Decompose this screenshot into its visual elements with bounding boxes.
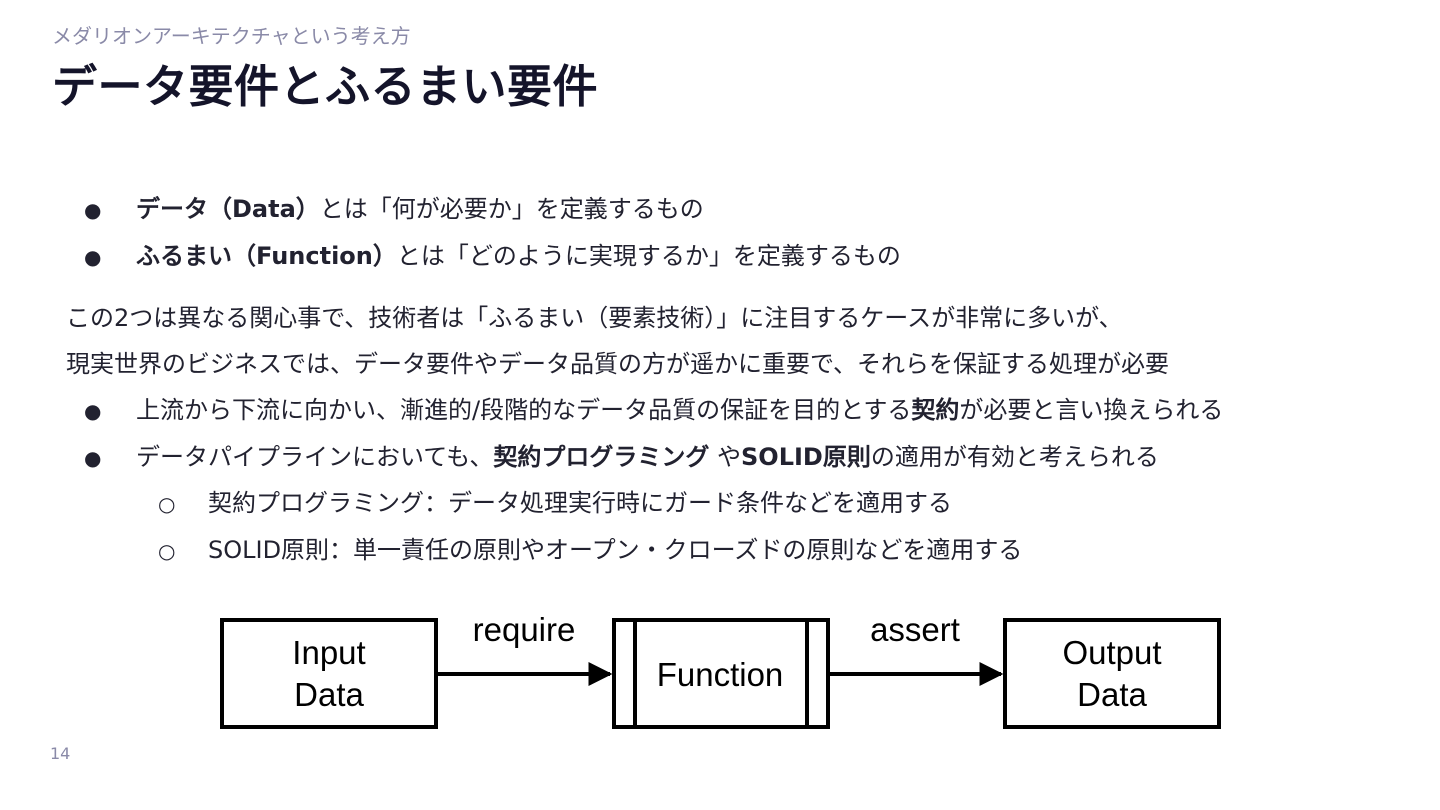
point-pipeline-text: データパイプラインにおいても、 — [136, 443, 494, 471]
bullet-marker: ● — [84, 198, 102, 222]
bullet-marker: ● — [84, 245, 102, 269]
bullet-marker: ● — [84, 446, 102, 470]
input-data-box — [220, 618, 438, 729]
sub-point-solid: SOLID原則：単一責任の原則やオープン・クローズドの原則などを適用する — [208, 536, 1023, 564]
paragraph-line-1: この2つは異なる関心事で、技術者は「ふるまい（要素技術）」に注目するケースが非常… — [66, 304, 1123, 332]
page-title: データ要件とふるまい要件 — [52, 60, 599, 113]
bullet-data-text: とは「何が必要か」を定義するもの — [319, 195, 704, 223]
point-contract: 上流から下流に向かい、漸進的/段階的なデータ品質の保証を目的とする契約が必要と言… — [136, 395, 1223, 425]
bullet-function-definition: ふるまい（Function）とは「どのように実現するか」を定義するもの — [136, 241, 901, 271]
sub-bullet-marker: ○ — [158, 492, 176, 516]
section-subtitle: メダリオンアーキテクチャという考え方 — [52, 24, 411, 48]
point-contract-tail: が必要と言い換えられる — [959, 396, 1224, 424]
point-pipeline-mid: や — [709, 443, 741, 471]
page-number: 14 — [50, 744, 71, 763]
bullet-function-text: とは「どのように実現するか」を定義するもの — [396, 242, 901, 270]
output-data-label-1: Output — [1062, 634, 1161, 671]
bullet-data-term: データ（Data） — [136, 195, 320, 223]
point-pipeline-term-solid: SOLID原則 — [741, 443, 871, 471]
function-label: Function — [657, 656, 784, 693]
point-pipeline: データパイプラインにおいても、契約プログラミング やSOLID原則の適用が有効と… — [136, 442, 1159, 472]
function-box — [612, 618, 830, 729]
point-contract-term: 契約 — [911, 396, 960, 424]
bullet-data-definition: データ（Data）とは「何が必要か」を定義するもの — [136, 194, 704, 224]
sub-bullet-marker: ○ — [158, 539, 176, 563]
point-contract-text: 上流から下流に向かい、漸進的/段階的なデータ品質の保証を目的とする — [136, 396, 912, 424]
sub-point-contract-programming: 契約プログラミング：データ処理実行時にガード条件などを適用する — [208, 489, 952, 517]
output-data-box — [1003, 618, 1221, 729]
require-label: require — [473, 611, 576, 648]
point-pipeline-term-contract: 契約プログラミング — [493, 443, 710, 471]
output-data-label-2: Data — [1077, 676, 1147, 713]
assert-label: assert — [870, 611, 960, 648]
bullet-function-term: ふるまい（Function） — [136, 242, 397, 270]
point-pipeline-tail: の適用が有効と考えられる — [870, 443, 1159, 471]
input-data-label-1: Input — [292, 634, 365, 671]
paragraph-line-2: 現実世界のビジネスでは、データ要件やデータ品質の方が遥かに重要で、それらを保証す… — [66, 350, 1170, 378]
bullet-marker: ● — [84, 399, 102, 423]
input-data-label-2: Data — [294, 676, 364, 713]
